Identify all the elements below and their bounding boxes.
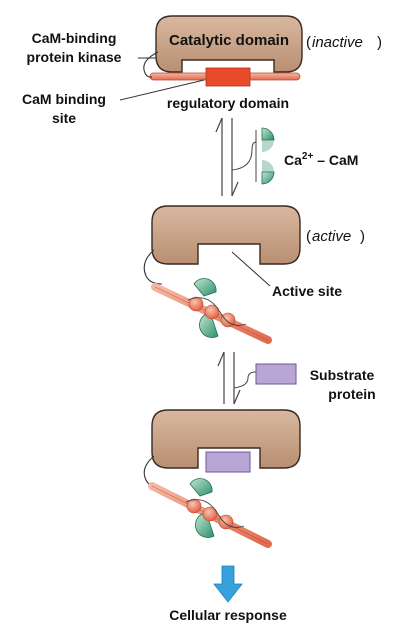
catalytic-domain-label: Catalytic domain: [169, 32, 289, 49]
equilibrium-arrows-1: [215, 117, 257, 197]
active-site-pointer-line: [231, 251, 271, 287]
regulatory-domain-label: regulatory domain: [167, 95, 289, 111]
inactive-kinase: Catalytic domain: [119, 15, 303, 101]
catalytic-domain-shape: [155, 15, 303, 73]
bound-substrate: [205, 451, 251, 473]
cellular-response-label: Cellular response: [169, 607, 287, 623]
active-label: active: [312, 228, 351, 245]
inactive-paren-close: ): [377, 34, 382, 51]
complex-cam-bound: [185, 478, 245, 538]
active-site-label: Active site: [272, 283, 342, 299]
substrate-label-line1: Substrate: [310, 367, 375, 383]
complex-catalytic-domain-shape: [151, 409, 301, 469]
active-kinase: [143, 205, 301, 344]
active-catalytic-domain-shape: [151, 205, 301, 265]
active-paren-close: ): [360, 228, 365, 245]
active-cam-bound: [187, 278, 247, 338]
cam-binding-site-label-line2: site: [52, 110, 76, 126]
cam-binding-site-block: [205, 67, 251, 87]
equilibrium-arrows-2: [217, 351, 257, 405]
down-arrow-icon: [213, 565, 243, 603]
calmodulin-icon: [255, 127, 275, 185]
kinase-linker: [143, 51, 159, 78]
cam-binding-kinase-label-line1: CaM-binding: [32, 30, 117, 46]
inactive-label: inactive: [312, 34, 363, 51]
substrate-protein-icon: [255, 363, 297, 385]
kinase-substrate-complex: [143, 409, 301, 548]
cam-binding-kinase-label-line2: protein kinase: [27, 49, 122, 65]
binding-site-pointer-line: [119, 79, 205, 101]
inactive-paren-open: (: [306, 34, 311, 51]
ca-cam-label: Ca2+ – CaM: [284, 151, 358, 168]
cam-binding-site-label-line1: CaM binding: [22, 91, 106, 107]
substrate-label-line2: protein: [328, 386, 375, 402]
active-paren-open: (: [306, 228, 311, 245]
